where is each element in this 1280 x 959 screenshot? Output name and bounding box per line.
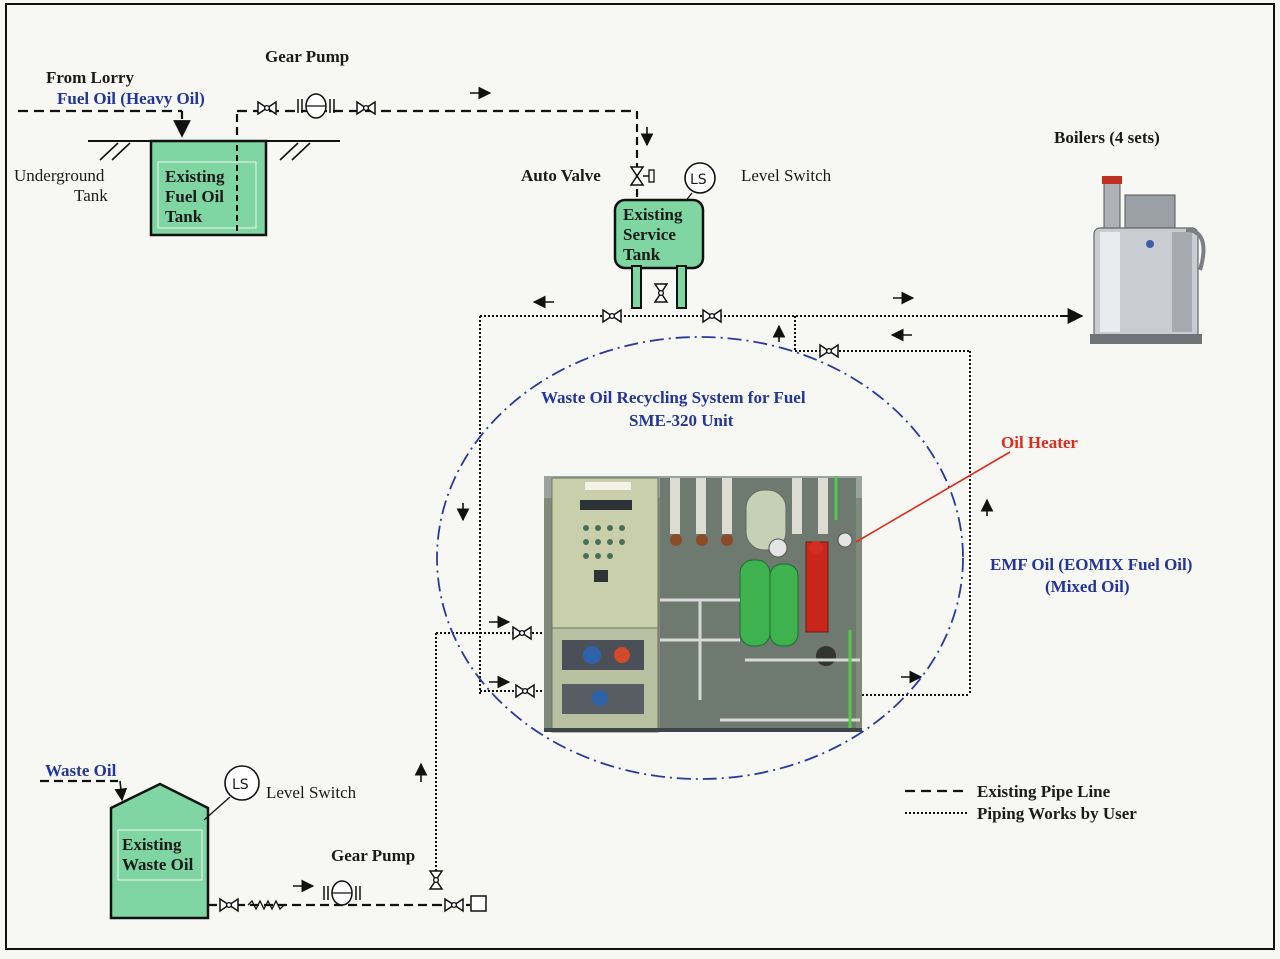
- gate-valve-icon: [356, 101, 376, 115]
- legend: [905, 789, 968, 814]
- fuel-tank-label-1: Existing: [165, 167, 225, 186]
- oil-heater-leader: [855, 451, 1011, 543]
- waste-tank-label-2: Waste Oil: [122, 855, 194, 874]
- fuel-oil-tank: [149, 139, 268, 237]
- level-switch-bottom-label: Level Switch: [266, 783, 357, 802]
- fuel-oil-label: Fuel Oil (Heavy Oil): [57, 89, 205, 108]
- gear-pump-top-label: Gear Pump: [265, 47, 349, 66]
- gate-valve-icon: [257, 101, 277, 115]
- waste-tank-label-1: Existing: [122, 835, 182, 854]
- gate-valve-icon: [654, 283, 668, 303]
- level-switch-bottom-icon: [224, 765, 260, 801]
- gate-valve-icon: [512, 626, 532, 640]
- oil-heater-label: Oil Heater: [1001, 433, 1078, 452]
- ls-bottom-text: LS: [232, 777, 249, 793]
- service-tank-label-2: Service: [623, 225, 676, 244]
- service-tank-label-3: Tank: [623, 245, 661, 264]
- system-boundary: [436, 336, 964, 780]
- fuel-tank-label-2: Fuel Oil: [165, 187, 224, 206]
- gate-valve-icon: [219, 898, 239, 912]
- legend-existing-label: Existing Pipe Line: [977, 782, 1111, 801]
- gate-valve-icon: [515, 684, 535, 698]
- flow-arrow-icon: [114, 780, 128, 802]
- underground-label-1: Underground: [14, 166, 105, 185]
- level-switch-top-label: Level Switch: [741, 166, 832, 185]
- sme320-unit-photo: [544, 476, 862, 733]
- emf-label-2: (Mixed Oil): [1045, 577, 1130, 596]
- boiler-icon: [1090, 176, 1206, 344]
- gate-valve-icon: [819, 344, 839, 358]
- waste-oil-label: Waste Oil: [45, 761, 117, 780]
- ls-top-text: LS: [690, 172, 707, 188]
- gear-pump-bottom-label: Gear Pump: [331, 846, 415, 865]
- underground-label-2: Tank: [74, 186, 108, 205]
- legend-user-label: Piping Works by User: [977, 804, 1137, 823]
- system-title-1: Waste Oil Recycling System for Fuel: [541, 388, 806, 407]
- fuel-tank-label-3: Tank: [165, 207, 203, 226]
- gate-valve-icon: [429, 870, 443, 890]
- service-tank: [613, 198, 705, 309]
- auto-valve-icon: [629, 166, 655, 186]
- waste-oil-tank: [109, 782, 210, 920]
- emf-label-1: EMF Oil (EOMIX Fuel Oil): [990, 555, 1192, 574]
- gate-valve-icon: [602, 309, 622, 323]
- drain-box-icon: [470, 895, 487, 912]
- level-switch-top-icon: [684, 162, 716, 194]
- gear-pump-icon: [297, 93, 335, 119]
- system-title-2: SME-320 Unit: [629, 411, 734, 430]
- flow-arrows: [414, 291, 994, 782]
- waste-oil-pipe: [208, 899, 470, 911]
- page-frame: [5, 3, 1275, 950]
- gate-valve-icon: [444, 898, 464, 912]
- fuel-oil-pipe: [18, 109, 639, 200]
- boilers-label: Boilers (4 sets): [1054, 128, 1160, 147]
- gear-pump-icon: [323, 880, 361, 906]
- auto-valve-label: Auto Valve: [521, 166, 601, 185]
- gate-valve-icon: [702, 309, 722, 323]
- from-lorry-label: From Lorry: [46, 68, 134, 87]
- service-tank-label-1: Existing: [623, 205, 683, 224]
